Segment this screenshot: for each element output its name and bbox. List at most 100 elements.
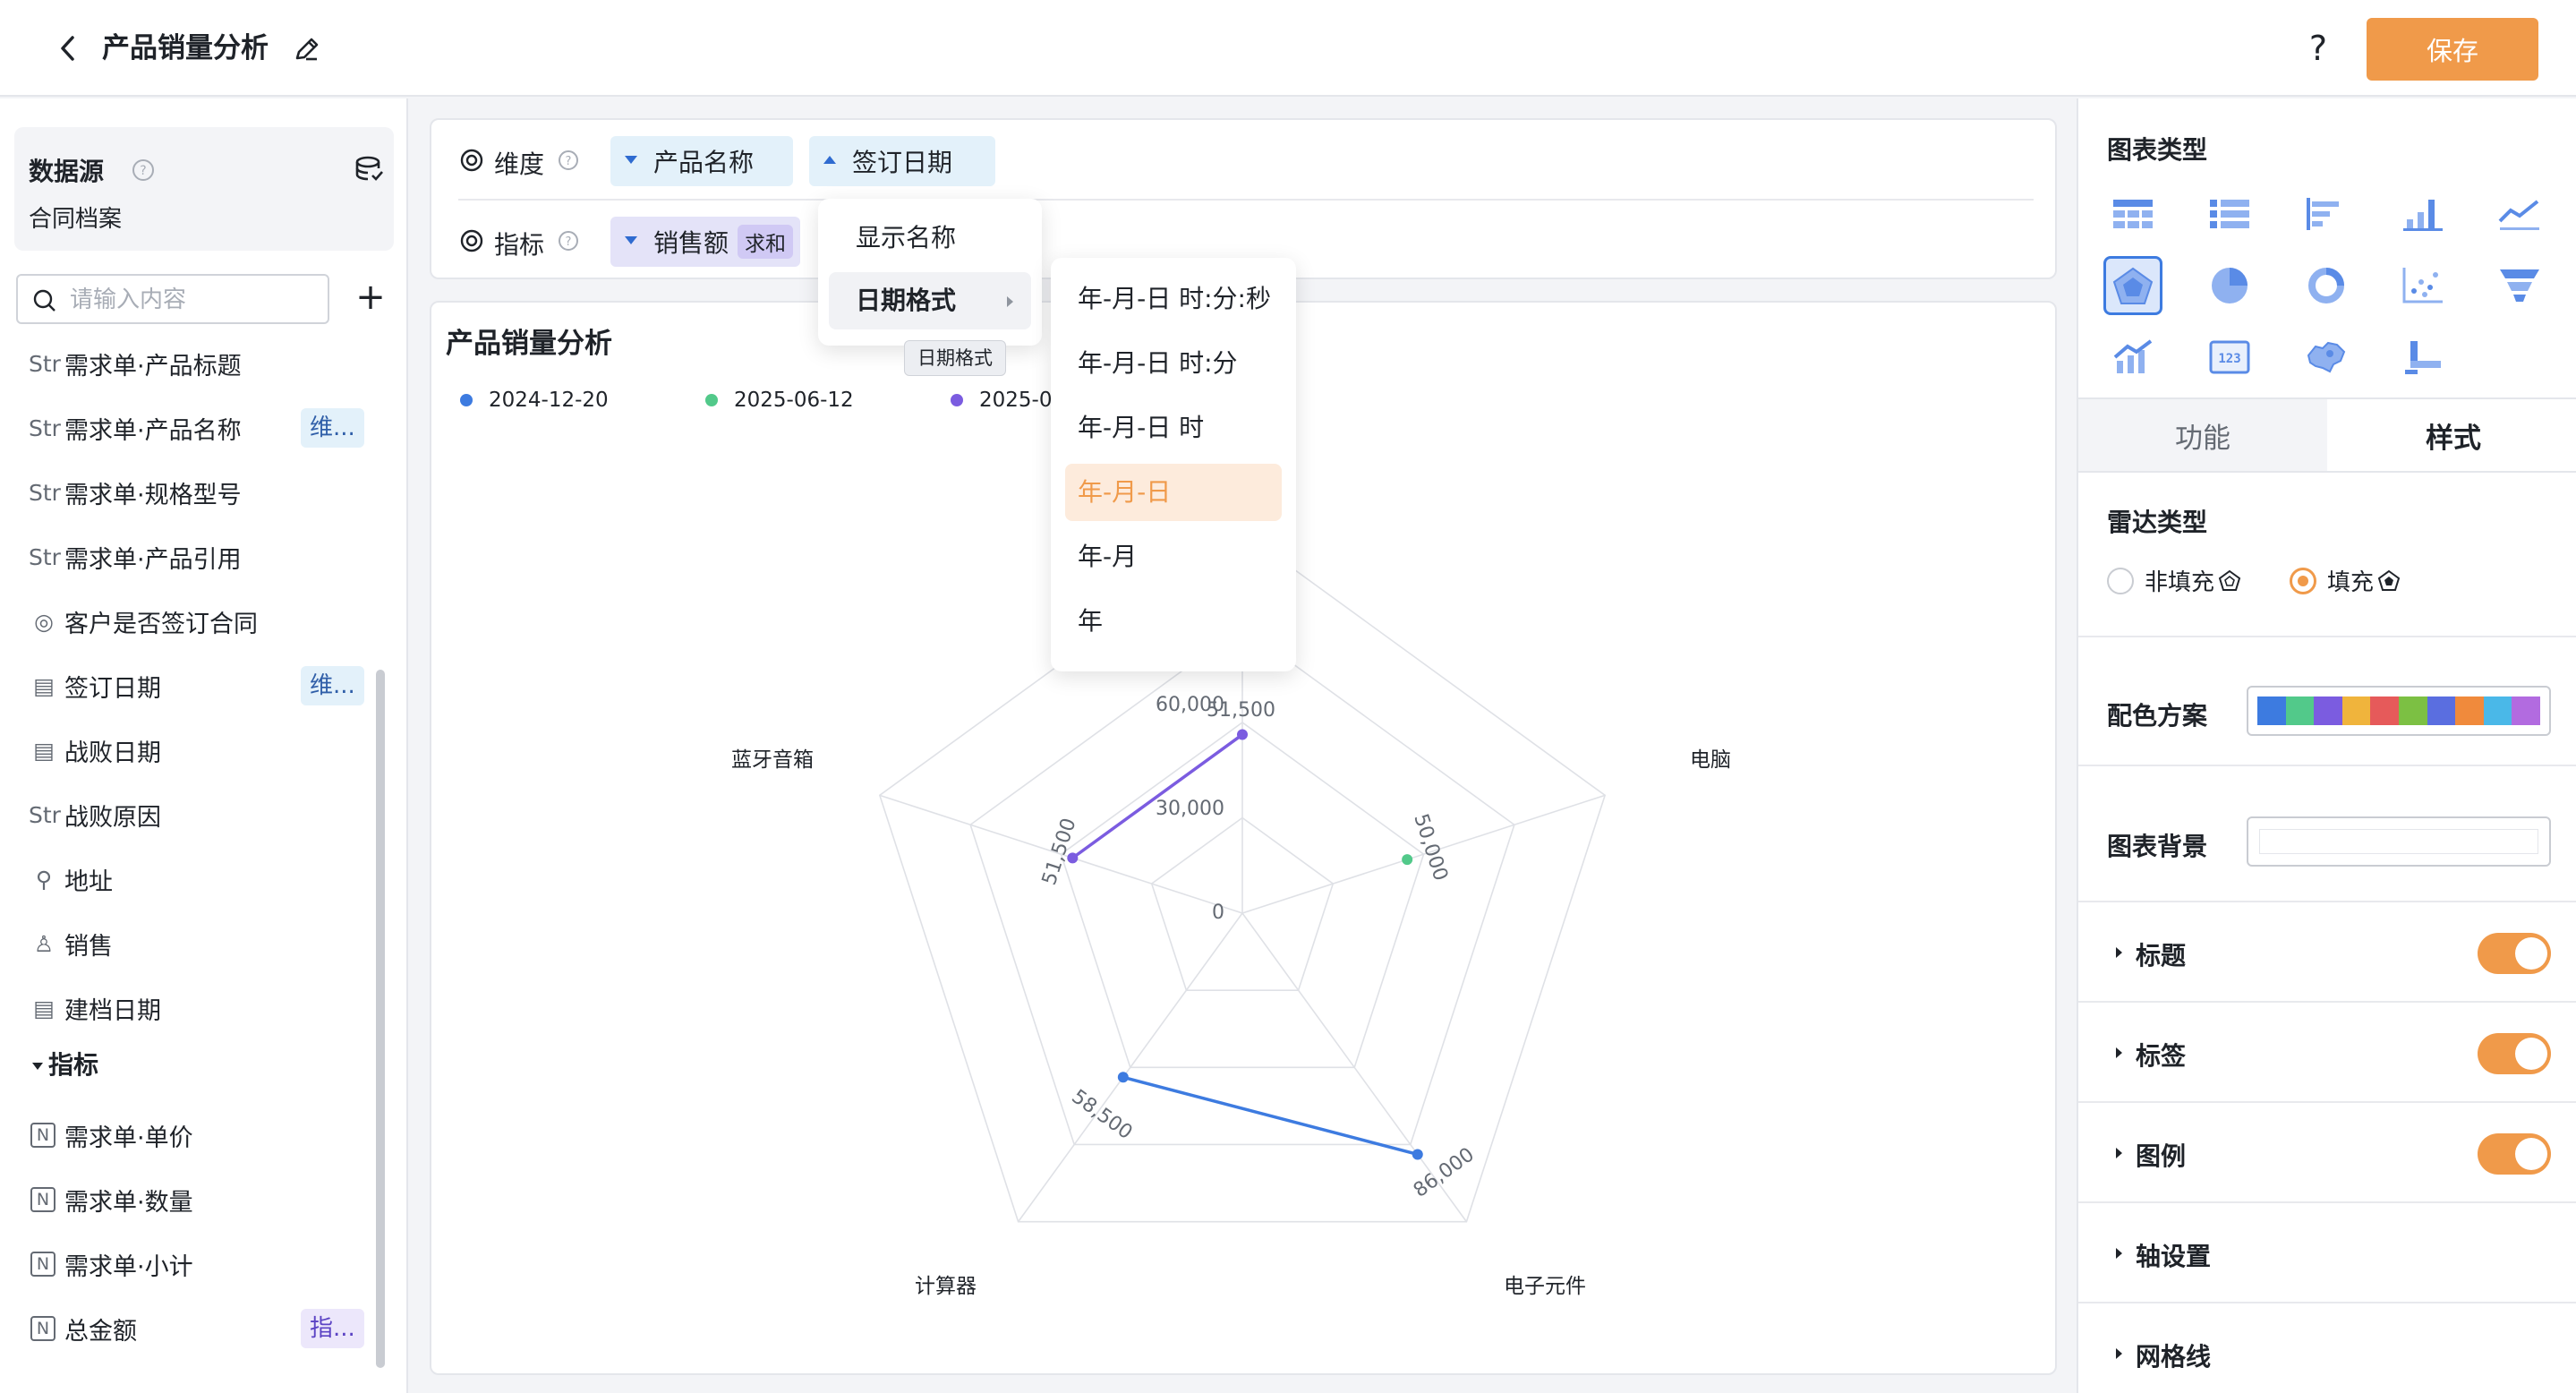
field-search-input[interactable] (70, 283, 320, 317)
radio-button[interactable] (2107, 567, 2134, 594)
tab-function[interactable]: 功能 (2078, 399, 2327, 471)
database-icon[interactable] (354, 154, 385, 184)
color-palette-picker[interactable] (2247, 686, 2551, 736)
svg-text:?: ? (140, 164, 146, 178)
section-axis-settings[interactable]: 轴设置 (2078, 1203, 2576, 1302)
field-item[interactable]: ▤ 战败日期 (0, 725, 376, 775)
help-circle-icon[interactable]: ? (131, 158, 156, 183)
aggregation-tag[interactable]: 求和 (738, 225, 794, 259)
funnel-chart-icon[interactable] (2490, 256, 2549, 315)
datasource-name: 合同档案 (29, 206, 123, 233)
dimension-chip-product[interactable]: 产品名称 (610, 136, 793, 186)
background-swatch (2259, 829, 2538, 854)
section-legend-settings[interactable]: 图例 (2078, 1103, 2576, 1201)
menu-item-display-name[interactable]: 显示名称 (856, 223, 957, 252)
field-item[interactable]: ♙ 销售 (0, 919, 376, 969)
bar-horizontal-chart-icon[interactable] (2297, 184, 2356, 244)
radar-data-point[interactable] (1402, 854, 1413, 866)
chart-title: 产品销量分析 (446, 328, 612, 360)
section-label-settings[interactable]: 标签 (2078, 1003, 2576, 1101)
edit-icon[interactable] (292, 34, 322, 64)
bar-chart-icon[interactable] (2393, 184, 2452, 244)
date-format-option[interactable]: 年-月-日 时 (1078, 413, 1205, 442)
radio-button-checked[interactable] (2290, 567, 2316, 594)
date-format-option[interactable]: 年-月-日 时:分:秒 (1078, 284, 1271, 313)
pie-chart-icon[interactable] (2200, 256, 2259, 315)
gantt-chart-icon[interactable] (2393, 328, 2452, 387)
palette-swatch (2370, 696, 2399, 725)
title-toggle[interactable] (2478, 933, 2551, 974)
radar-chart-type-icon[interactable] (2103, 256, 2162, 315)
field-item[interactable]: Str 需求单·规格型号 (0, 467, 376, 517)
list-chart-icon[interactable] (2200, 184, 2259, 244)
radar-data-point[interactable] (1237, 729, 1248, 740)
settings-icon[interactable] (458, 227, 485, 254)
field-item[interactable]: Str 战败原因 (0, 790, 376, 840)
legend-item[interactable]: 2025-0 (951, 389, 1052, 412)
date-format-option[interactable]: 年-月 (1078, 542, 1138, 571)
menu-item-date-format[interactable]: 日期格式 (829, 272, 1031, 329)
field-item[interactable]: N 需求单·小计 (0, 1239, 376, 1289)
chip-label: 销售额 (653, 228, 729, 258)
line-chart-icon[interactable] (2490, 184, 2549, 244)
radar-data-point[interactable] (1412, 1149, 1423, 1160)
caret-right-icon (2116, 947, 2122, 958)
field-item[interactable]: ▤ 建档日期 (0, 983, 376, 1033)
section-title-settings[interactable]: 标题 (2078, 902, 2576, 1001)
section-gridline-settings[interactable]: 网格线 (2078, 1303, 2576, 1393)
indicator-chip-sales[interactable]: 销售额 求和 (610, 217, 800, 267)
field-label: 战败原因 (64, 803, 161, 832)
radar-option-unfilled[interactable]: 非填充 (2107, 564, 2241, 597)
caret-right-icon (2116, 1248, 2122, 1259)
radio-label: 非填充 (2145, 569, 2215, 596)
divider (2078, 765, 2576, 766)
tab-style[interactable]: 样式 (2329, 399, 2576, 471)
radar-data-point[interactable] (1117, 1072, 1129, 1083)
sidebar-scrollbar[interactable] (376, 670, 385, 1368)
label-toggle[interactable] (2478, 1033, 2551, 1074)
field-item[interactable]: N 需求单·单价 (0, 1110, 376, 1160)
settings-icon[interactable] (458, 147, 485, 174)
radar-series-line (1122, 1075, 1419, 1157)
field-item[interactable]: Str 需求单·产品标题 (0, 338, 376, 389)
field-item[interactable]: ◎ 客户是否签订合同 (0, 596, 376, 646)
field-item[interactable]: ▤ 签订日期 维... (0, 661, 376, 711)
radar-option-filled[interactable]: 填充 (2290, 564, 2401, 597)
field-search-box[interactable] (16, 274, 329, 324)
data-label: 51,500 (1038, 816, 1081, 888)
save-button[interactable]: 保存 (2367, 18, 2538, 81)
help-circle-icon[interactable]: ? (557, 149, 580, 172)
indicator-section-header[interactable]: 指标 (32, 1046, 98, 1081)
table-chart-icon[interactable] (2103, 184, 2162, 244)
dimension-chip-sign-date[interactable]: 签订日期 (809, 136, 995, 186)
date-format-option[interactable]: 年-月-日 时:分 (1078, 348, 1238, 378)
combo-chart-icon[interactable] (2103, 328, 2162, 387)
date-format-option[interactable]: 年 (1078, 606, 1104, 636)
number-card-icon[interactable]: 123 (2200, 328, 2259, 387)
legend-item[interactable]: 2025-06-12 (705, 389, 854, 412)
back-button[interactable] (50, 30, 86, 66)
dimension-row: 维度 ? 产品名称 签订日期 (458, 136, 2034, 186)
field-item[interactable]: Str 需求单·产品引用 (0, 532, 376, 582)
background-color-picker[interactable] (2247, 816, 2551, 867)
field-item[interactable]: Str 需求单·产品名称 维... (0, 403, 376, 453)
field-item[interactable]: ⚲ 地址 (0, 854, 376, 904)
scatter-chart-icon[interactable] (2393, 256, 2452, 315)
axis-tick-label: 60,000 (1156, 694, 1224, 716)
datasource-card[interactable]: 数据源 ? 合同档案 (14, 127, 394, 251)
donut-chart-icon[interactable] (2297, 256, 2356, 315)
date-format-option-selected[interactable]: 年-月-日 (1065, 464, 1282, 521)
map-chart-icon[interactable] (2297, 328, 2356, 387)
legend-toggle[interactable] (2478, 1133, 2551, 1175)
legend-label: 2024-12-20 (489, 389, 609, 412)
field-item[interactable]: N 总金额 指... (0, 1303, 376, 1354)
legend-item[interactable]: 2024-12-20 (460, 389, 609, 412)
tooltip: 日期格式 (904, 340, 1006, 376)
add-field-button[interactable]: + (355, 277, 386, 318)
radar-data-point[interactable] (1067, 852, 1079, 864)
help-button[interactable]: ? (2308, 29, 2328, 68)
palette-title: 配色方案 (2107, 701, 2208, 731)
help-circle-icon[interactable]: ? (557, 229, 580, 252)
axis-tick-label: 0 (1212, 902, 1224, 924)
field-item[interactable]: N 需求单·数量 (0, 1175, 376, 1225)
